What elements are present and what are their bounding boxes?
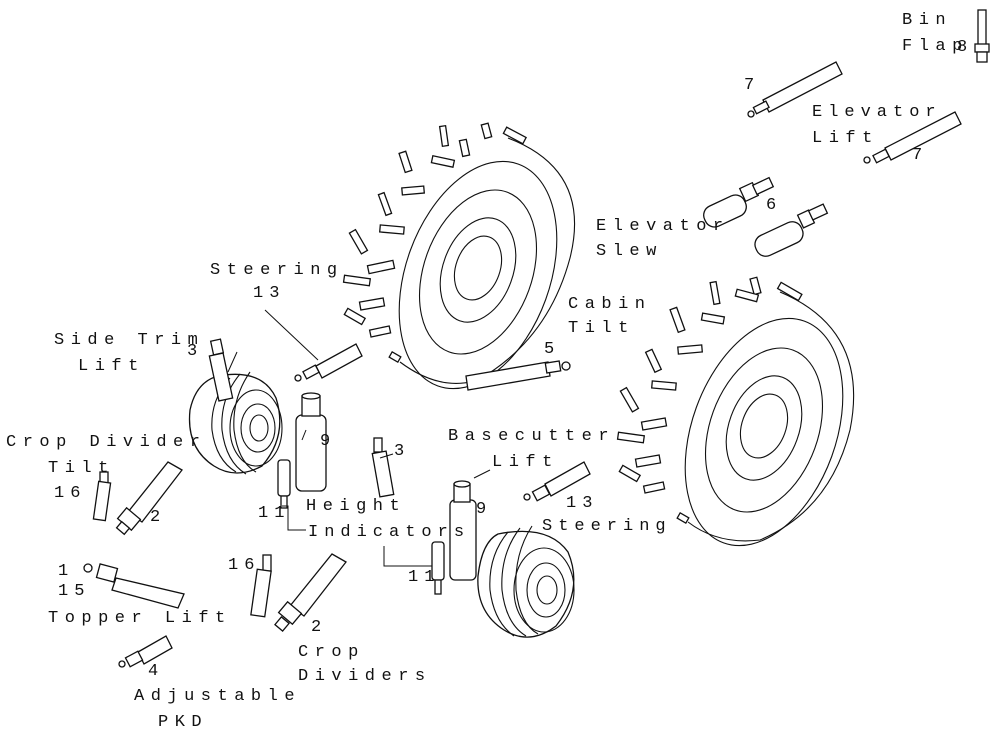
upper-wheel-face [398, 160, 558, 390]
label-crop: Crop [298, 643, 365, 662]
label-side-trim: Side Trim [54, 331, 205, 350]
cylinder-steering-upper [294, 343, 363, 382]
label-dividers: Dividers [298, 667, 432, 686]
label-lift-elevator: Lift [812, 129, 879, 148]
callout-16-lower: 16 [228, 556, 261, 575]
callout-6: 6 [766, 196, 780, 215]
upper-wheel-ring-2 [439, 217, 517, 323]
left-roller-face [229, 389, 283, 467]
lower-wheel-grousers [616, 276, 803, 524]
label-basecutter-lift: Lift [492, 453, 559, 472]
label-cabin-tilt: Tilt [568, 319, 635, 338]
callout-2-upper: 2 [150, 508, 164, 527]
cylinder-indicator-rod-right [431, 541, 445, 595]
upper-track-wheel [342, 122, 576, 390]
label-height: Height [306, 497, 407, 516]
callout-11-right: 11 [408, 568, 441, 587]
right-roller-ring [526, 562, 566, 618]
cylinder-elevator-slew-1 [703, 176, 775, 228]
cylinder-steering-lower [523, 461, 591, 502]
cylinder-crop-divider-upper [115, 461, 183, 536]
upper-wheel-rim-arc [399, 137, 576, 384]
lower-wheel-hub [739, 393, 789, 459]
label-basecutter: Basecutter [448, 427, 616, 446]
right-roller-hub [536, 575, 558, 605]
cylinder-topper-lift [83, 563, 185, 609]
callout-5: 5 [544, 340, 558, 359]
left-roller-body [188, 373, 281, 474]
callout-7-lower: 7 [912, 146, 926, 165]
label-slew: Slew [596, 242, 663, 261]
right-roller-body [477, 530, 575, 638]
label-cabin: Cabin [568, 295, 652, 314]
label-side-trim-lift: Lift [78, 357, 145, 376]
left-roller-ring [240, 403, 276, 453]
cylinder-elevator-lift-lower [863, 111, 962, 164]
callout-11-left: 11 [258, 504, 291, 523]
callout-2-lower: 2 [311, 618, 325, 637]
label-adjustable: Adjustable [134, 687, 302, 706]
callout-9-right: 9 [476, 500, 490, 519]
label-crop-divider: Crop Divider [6, 433, 207, 452]
cylinder-basecutter-lift [449, 480, 477, 581]
cylinder-elevator-lift-upper [747, 61, 843, 118]
left-roller-hub [249, 414, 269, 442]
upper-wheel-hub [453, 235, 503, 301]
callout-13-upper: 13 [253, 284, 286, 303]
label-elevator-slew: Elevator [596, 217, 730, 236]
label-topper-lift: Topper Lift [48, 609, 232, 628]
callout-4: 4 [148, 662, 162, 681]
right-roller-wheel [477, 525, 575, 638]
label-crop-divider-tilt: Tilt [48, 459, 115, 478]
cylinder-middle-3 [371, 437, 395, 498]
callout-1: 1 [58, 562, 72, 581]
cylinder-indicator-rod-left [277, 459, 291, 509]
cylinder-height-indicator-left [295, 392, 327, 492]
callout-9-left: 9 [320, 432, 334, 451]
label-bin: Bin [902, 11, 953, 30]
cylinder-crop-divider-16b [250, 554, 272, 618]
callout-8: 8 [957, 38, 971, 57]
lower-wheel-rim-arc [687, 291, 855, 542]
lower-track-wheel [616, 276, 855, 547]
lower-wheel-ring-2 [725, 375, 803, 481]
callout-3-middle: 3 [394, 442, 408, 461]
upper-wheel-ring-1 [418, 189, 538, 355]
callout-15: 15 [58, 582, 91, 601]
cylinder-cabin-tilt [465, 360, 571, 391]
label-indicators: Indicators [308, 523, 471, 542]
label-steering-upper: Steering [210, 261, 344, 280]
callout-16-upper: 16 [54, 484, 87, 503]
cylinder-side-trim-lift [208, 338, 234, 402]
cylinder-adjustable-pkd [118, 635, 173, 668]
callout-3-side-trim: 3 [187, 342, 201, 361]
label-steering-lower: Steering [542, 517, 672, 536]
label-elevator-lift: Elevator [812, 103, 942, 122]
callout-13-lower: 13 [566, 494, 599, 513]
right-roller-face [513, 547, 575, 633]
label-flap: Flap [902, 37, 969, 56]
leader-lines [227, 309, 491, 567]
lower-wheel-face [684, 317, 844, 547]
cylinder-crop-divider-tilt [92, 471, 112, 522]
cylinder-crop-divider-lower [274, 553, 347, 632]
label-pkd: PKD [158, 713, 209, 732]
cylinder-bin-flap [974, 9, 990, 63]
callout-7-upper: 7 [744, 76, 758, 95]
cylinder-elevator-slew-2 [754, 203, 829, 257]
left-roller-wheel [188, 371, 283, 475]
lower-wheel-ring-1 [704, 347, 824, 513]
upper-wheel-grousers [342, 122, 527, 363]
